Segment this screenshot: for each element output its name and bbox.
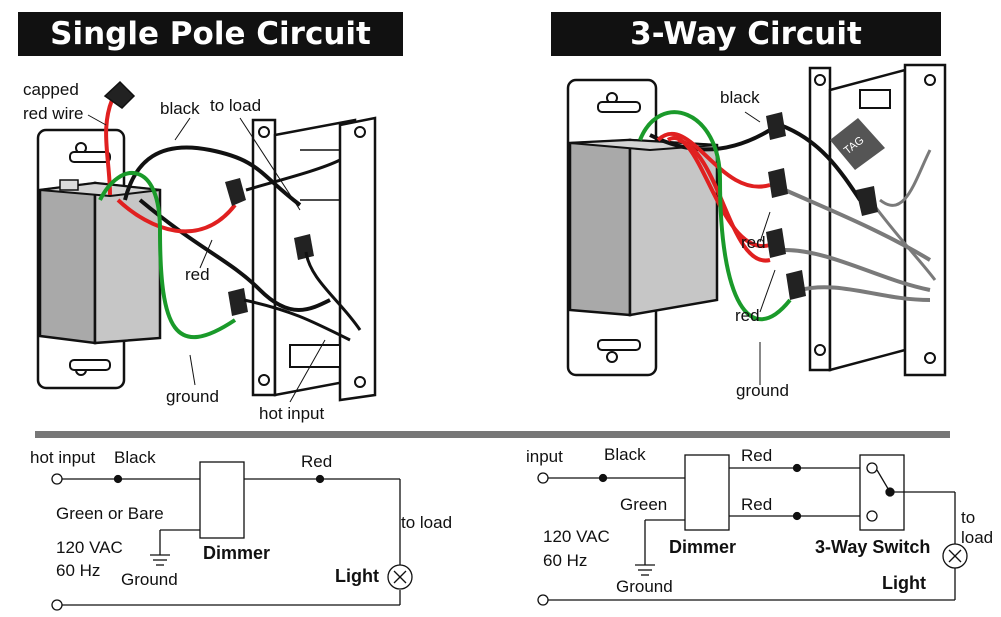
tag-label bbox=[830, 118, 885, 170]
schematic-to-load: to load bbox=[401, 513, 453, 532]
schematic-ground: Ground bbox=[616, 577, 673, 596]
three-way-illustration bbox=[566, 63, 947, 385]
label-black: black bbox=[720, 88, 760, 107]
dimmer-body bbox=[38, 179, 162, 345]
schematic-green-or-bare: Green or Bare bbox=[56, 504, 164, 523]
schematic-voltage: 120 VAC bbox=[56, 538, 123, 557]
schematic-light: Light bbox=[335, 566, 379, 586]
red-wire bbox=[116, 198, 237, 234]
dimmer-box bbox=[684, 454, 730, 531]
label-to-load: to load bbox=[210, 96, 262, 115]
label-hot-input: hot input bbox=[259, 404, 325, 423]
electrical-box bbox=[251, 116, 377, 402]
label-capped: capped bbox=[23, 80, 79, 99]
schematic-dimmer: Dimmer bbox=[203, 543, 271, 563]
schematic-red-1: Red bbox=[741, 446, 773, 465]
schematic-dimmer: Dimmer bbox=[669, 537, 737, 557]
electrical-box bbox=[808, 63, 947, 377]
three-way-schematic bbox=[537, 454, 968, 606]
single-pole-schematic bbox=[51, 461, 413, 611]
single-pole-title: Single Pole Circuit bbox=[18, 12, 403, 56]
schematic-input: input bbox=[526, 447, 563, 466]
red-wire-1 bbox=[656, 131, 771, 189]
label-red-wire: red wire bbox=[23, 104, 84, 123]
label-red-2: red bbox=[735, 306, 760, 325]
dimmer-body bbox=[568, 138, 719, 317]
schematic-black: Black bbox=[604, 445, 646, 464]
label-red-1: red bbox=[741, 233, 766, 252]
label-black: black bbox=[160, 99, 200, 118]
label-ground: ground bbox=[166, 387, 219, 406]
label-red: red bbox=[185, 265, 210, 284]
schematic-voltage: 120 VAC bbox=[543, 527, 610, 546]
single-pole-illustration bbox=[36, 80, 377, 403]
schematic-three-way-switch: 3-Way Switch bbox=[815, 537, 931, 557]
schematic-hot-input: hot input bbox=[30, 448, 96, 467]
schematic-black: Black bbox=[114, 448, 156, 467]
schematic-light: Light bbox=[882, 573, 926, 593]
schematic-ground: Ground bbox=[121, 570, 178, 589]
schematic-frequency: 60 Hz bbox=[56, 561, 101, 580]
schematic-red: Red bbox=[301, 452, 333, 471]
ground-wire bbox=[638, 110, 792, 322]
schematic-frequency: 60 Hz bbox=[543, 551, 588, 570]
black-wire bbox=[123, 145, 302, 207]
three-way-title: 3-Way Circuit bbox=[551, 12, 941, 56]
schematic-red-2: Red bbox=[741, 495, 773, 514]
schematic-green: Green bbox=[620, 495, 668, 514]
label-ground: ground bbox=[736, 381, 789, 400]
divider bbox=[35, 431, 950, 438]
ground-wire bbox=[98, 171, 237, 340]
schematic-to-load-1: to bbox=[961, 508, 976, 527]
dimmer-box bbox=[199, 461, 245, 539]
gray-wire bbox=[784, 188, 932, 262]
schematic-to-load-2: load bbox=[961, 528, 994, 547]
